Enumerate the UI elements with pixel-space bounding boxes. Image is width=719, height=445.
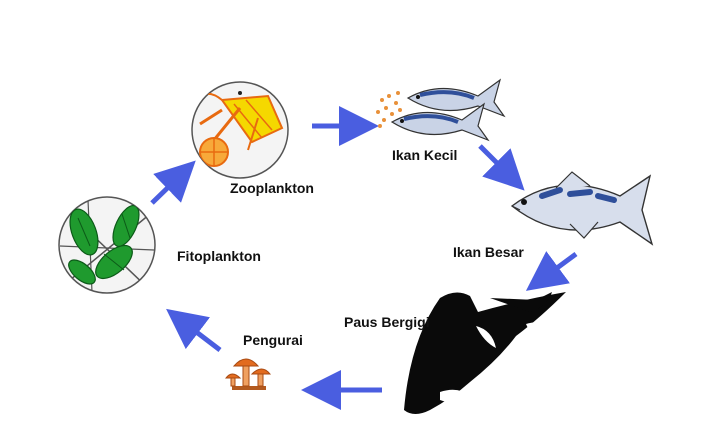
phytoplankton-icon [58, 196, 156, 294]
fitoplankton-label: Fitoplankton [177, 248, 261, 264]
arrow-fitoplankton-to-zooplankton [150, 160, 196, 205]
arrow-ikan-kecil-to-ikan-besar [478, 144, 525, 191]
ikan-kecil-label: Ikan Kecil [392, 147, 458, 163]
orca-icon [404, 292, 566, 414]
mushroom-icon [224, 358, 272, 390]
zooplankton-label: Zooplankton [230, 180, 314, 196]
big-fish-icon [510, 171, 654, 246]
arrow-pengurai-to-fitoplankton [166, 308, 222, 352]
small-fish-icon [376, 78, 506, 142]
ikan-besar-label: Ikan Besar [453, 244, 524, 260]
pengurai-label: Pengurai [243, 332, 303, 348]
arrow-ikan-besar-to-paus [525, 251, 578, 291]
paus-bergigi-label: Paus Bergigi [344, 314, 430, 330]
zooplankton-icon [191, 81, 289, 179]
